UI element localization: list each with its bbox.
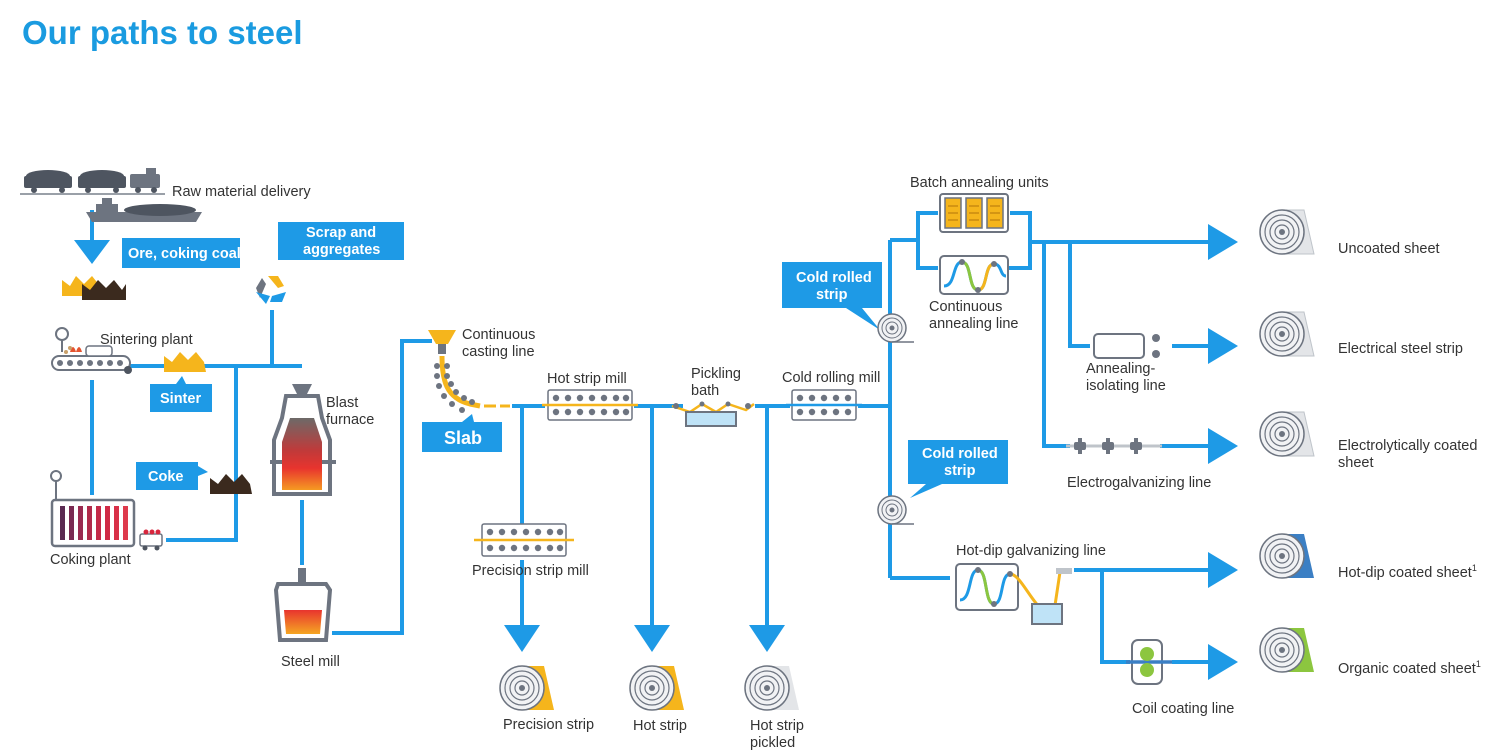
svg-text:Cold rolled: Cold rolled — [796, 270, 872, 286]
pickling-bath-label-2: bath — [691, 383, 719, 399]
steel-mill-icon — [273, 568, 333, 642]
svg-text:strip: strip — [816, 287, 848, 303]
hot-strip-pickled-label-1: Hot strip — [750, 718, 804, 734]
coke-pile-icon — [210, 474, 252, 494]
annealing-isolating-label-2: isolating line — [1086, 378, 1166, 394]
svg-text:strip: strip — [944, 463, 976, 479]
svg-text:Cold rolled: Cold rolled — [922, 446, 998, 462]
svg-text:aggregates: aggregates — [303, 242, 380, 258]
cold-rolling-mill-label: Cold rolling mill — [782, 370, 880, 386]
electrogalvanizing-icon — [1066, 438, 1162, 454]
continuous-annealing-icon — [939, 255, 1009, 295]
continuous-casting-label-1: Continuous — [462, 327, 535, 343]
coking-plant-label: Coking plant — [50, 552, 131, 568]
batch-annealing-icon — [939, 193, 1009, 233]
ship-icon — [86, 198, 202, 222]
svg-text:Scrap and: Scrap and — [306, 225, 376, 241]
flow-lines — [90, 210, 1212, 664]
pickling-bath-label-1: Pickling — [691, 366, 741, 382]
callout-ore-coking-coal: Ore, coking coal — [122, 238, 241, 268]
continuous-annealing-label-1: Continuous — [929, 299, 1002, 315]
callout-cold-rolled-strip-top: Cold rolled strip — [782, 262, 882, 330]
organic-coated-label: Organic coated sheet1 — [1338, 659, 1481, 677]
coil-coating-label: Coil coating line — [1132, 701, 1234, 717]
coil-icon-electrical-steel — [1259, 311, 1315, 357]
sintering-plant-icon — [51, 327, 132, 374]
arrow-down-hot-strip — [634, 625, 670, 652]
arrow-right-electrical — [1208, 328, 1238, 364]
coil-icon-organic-coated — [1259, 627, 1314, 673]
raw-material-delivery-label: Raw material delivery — [172, 184, 311, 200]
continuous-casting-label-2: casting line — [462, 344, 535, 360]
callout-cold-rolled-strip-bottom: Cold rolled strip — [908, 440, 1008, 498]
steel-mill-label: Steel mill — [281, 654, 340, 670]
svg-text:Sinter: Sinter — [160, 391, 201, 407]
small-coil-icon-top — [877, 313, 914, 343]
sintering-plant-label: Sintering plant — [100, 332, 193, 348]
svg-text:Coke: Coke — [148, 469, 183, 485]
blast-furnace-icon — [270, 384, 336, 496]
electrolytically-coated-label-2: sheet — [1338, 455, 1373, 471]
uncoated-sheet-label: Uncoated sheet — [1338, 241, 1440, 257]
coil-icon-hot-strip-pickled — [744, 665, 799, 711]
blast-furnace-label-2: furnace — [326, 412, 374, 428]
hot-strip-mill-label: Hot strip mill — [547, 371, 627, 387]
page-title: Our paths to steel — [22, 14, 303, 51]
arrow-down-ore — [74, 240, 110, 264]
hot-dip-coated-label: Hot-dip coated sheet1 — [1338, 563, 1477, 581]
hot-strip-label: Hot strip — [633, 718, 687, 734]
coil-icon-precision-strip — [499, 665, 554, 711]
arrow-right-organic — [1208, 644, 1238, 680]
coil-icon-hot-strip — [629, 665, 684, 711]
arrow-right-hotdip — [1208, 552, 1238, 588]
continuous-casting-icon — [428, 330, 510, 413]
arrow-right-uncoated — [1208, 224, 1238, 260]
precision-strip-label: Precision strip — [503, 717, 594, 733]
hot-dip-galvanizing-icon — [955, 563, 1072, 625]
small-coil-icon-bottom — [877, 495, 914, 525]
electrogalvanizing-label: Electrogalvanizing line — [1067, 475, 1211, 491]
electrolytically-coated-label-1: Electrolytically coated — [1338, 438, 1477, 454]
callout-sinter: Sinter — [150, 376, 212, 412]
callout-slab: Slab — [422, 414, 502, 452]
batch-annealing-label: Batch annealing units — [910, 175, 1049, 191]
coil-coating-icon — [1126, 639, 1172, 685]
coking-plant-icon — [50, 470, 163, 551]
cold-rolling-mill-icon — [786, 389, 862, 421]
electrical-steel-strip-label: Electrical steel strip — [1338, 341, 1463, 357]
callout-scrap-aggregates: Scrap and aggregates — [278, 222, 404, 260]
coil-icon-electrolytically-coated — [1259, 411, 1315, 457]
arrow-right-electrolytic — [1208, 428, 1238, 464]
svg-text:Ore, coking coal: Ore, coking coal — [128, 246, 241, 262]
train-icon — [20, 168, 165, 195]
hot-strip-mill-icon — [542, 389, 638, 421]
coil-icon-hot-dip-coated — [1259, 533, 1314, 579]
precision-strip-mill-icon — [474, 523, 574, 557]
blast-furnace-label-1: Blast — [326, 395, 358, 411]
hot-dip-galvanizing-label: Hot-dip galvanizing line — [956, 543, 1106, 559]
callout-coke: Coke — [136, 462, 208, 490]
svg-text:Slab: Slab — [444, 428, 482, 448]
coil-icon-uncoated-sheet — [1259, 209, 1315, 255]
recycle-icon — [256, 276, 286, 304]
precision-strip-mill-label: Precision strip mill — [472, 563, 589, 579]
continuous-annealing-label-2: annealing line — [929, 316, 1019, 332]
sinter-pile-icon — [164, 352, 206, 372]
hot-strip-pickled-label-2: pickled — [750, 735, 795, 751]
arrow-down-pickled — [749, 625, 785, 652]
ore-coal-pile-icon — [62, 276, 126, 300]
arrow-down-precision — [504, 625, 540, 652]
annealing-isolating-label-1: Annealing- — [1086, 361, 1155, 377]
pickling-bath-icon — [671, 401, 755, 427]
annealing-isolating-icon — [1088, 333, 1168, 359]
flow-arrows — [74, 224, 1238, 680]
